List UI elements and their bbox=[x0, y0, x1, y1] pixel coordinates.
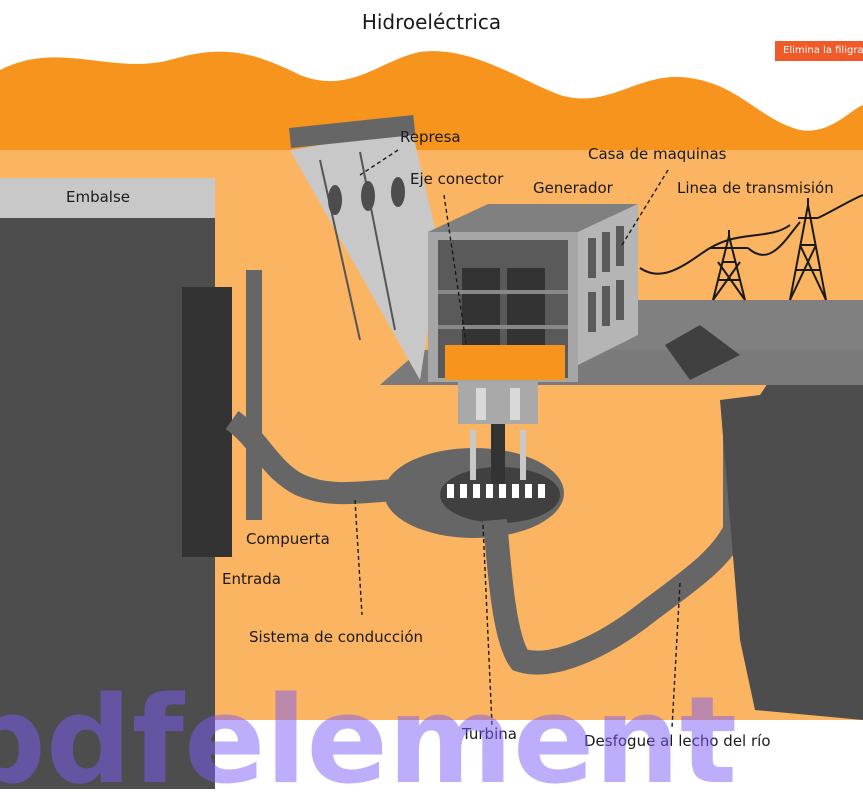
powerhouse-windows bbox=[588, 226, 624, 332]
riverbed bbox=[210, 720, 863, 789]
compuerta-structure bbox=[246, 270, 262, 520]
label-generador: Generador bbox=[533, 179, 613, 197]
transformer bbox=[665, 325, 740, 380]
label-casa-maquinas: Casa de maquinas bbox=[588, 145, 727, 163]
label-sistema-conduccion: Sistema de conducción bbox=[249, 628, 424, 646]
right-cliff bbox=[720, 380, 863, 720]
label-turbina: Turbina bbox=[462, 725, 517, 743]
remove-watermark-button[interactable]: Elimina la filigrana bbox=[775, 41, 863, 61]
label-compuerta: Compuerta bbox=[246, 530, 330, 548]
transmission-towers bbox=[639, 194, 863, 301]
generator-cylinder bbox=[458, 382, 538, 424]
penstock bbox=[225, 411, 396, 505]
label-represa: Represa bbox=[400, 128, 461, 146]
embalse-water bbox=[0, 178, 215, 218]
page-title: Hidroeléctrica bbox=[361, 10, 502, 34]
embalse-rock bbox=[0, 218, 215, 789]
label-eje-conector: Eje conector bbox=[410, 170, 504, 188]
label-linea-transmision: Linea de transmisión bbox=[677, 179, 834, 197]
entrada-structure bbox=[182, 287, 232, 557]
shaft bbox=[491, 424, 505, 484]
generator-block bbox=[445, 345, 565, 380]
label-desfogue: Desfogue al lecho del río bbox=[584, 732, 771, 750]
powerhouse-top bbox=[428, 204, 638, 232]
outflow bbox=[483, 400, 747, 675]
turbine-blades bbox=[447, 484, 545, 498]
label-entrada: Entrada bbox=[222, 570, 281, 588]
pointer-lines bbox=[354, 149, 681, 729]
label-embalse: Embalse bbox=[66, 188, 131, 206]
